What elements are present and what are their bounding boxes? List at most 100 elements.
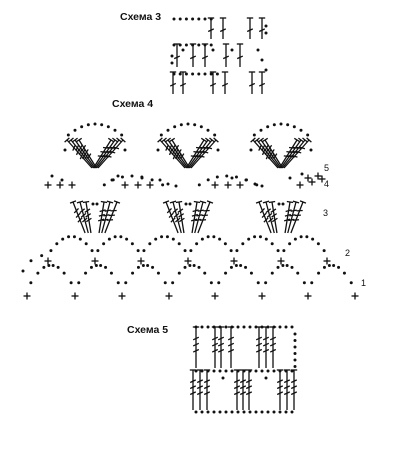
chain-stitch (177, 242, 181, 246)
chain-stitch (302, 281, 306, 285)
chain-stitch (102, 183, 106, 187)
chain-stitch (252, 133, 256, 137)
double-treble (192, 326, 200, 368)
chain-stitch (236, 410, 240, 414)
single-crochet (277, 257, 285, 265)
chain-stitch (266, 369, 270, 373)
chain-stitch (130, 242, 134, 246)
chain-stitch (230, 48, 234, 52)
chain-stitch (91, 202, 95, 206)
treble-crochet (175, 200, 185, 234)
double-treble (278, 137, 301, 169)
single-crochet (296, 181, 304, 189)
chain-stitch (29, 259, 33, 263)
chain-stitch (113, 128, 117, 132)
chain-stitch (146, 263, 150, 267)
double-treble (92, 137, 115, 169)
chain-stitch (186, 122, 190, 126)
chain-stitch (254, 410, 258, 414)
chain-stitch (191, 72, 195, 76)
chain-stitch (61, 237, 65, 241)
chain-stitch (111, 178, 115, 182)
double-crochet (207, 17, 215, 39)
chain-stitch (99, 263, 103, 267)
treble-crochet (290, 200, 307, 234)
chain-stitch (260, 58, 264, 62)
chain-stitch (278, 325, 282, 329)
single-crochet (304, 292, 312, 300)
chain-stitch (305, 235, 309, 239)
row-number-3: 3 (323, 208, 328, 218)
treble-crochet (262, 200, 275, 234)
chain-stitch (288, 242, 292, 246)
chain-stitch (212, 235, 216, 239)
chain-stitch (80, 125, 84, 129)
chain-stitch (89, 265, 93, 269)
chain-stitch (73, 128, 77, 132)
chain-stitch (50, 174, 54, 178)
double-treble (217, 326, 225, 368)
chain-stitch (234, 175, 238, 179)
chain-stitch (213, 133, 217, 137)
double-treble (255, 326, 263, 368)
scheme-3: Схема 3 (120, 11, 268, 94)
chain-stitch (166, 182, 170, 186)
chain-stitch (120, 175, 124, 179)
chain-stitch (230, 176, 234, 180)
single-crochet (71, 292, 79, 300)
chain-stitch (67, 235, 71, 239)
chain-stitch (72, 235, 76, 239)
chain-stitch (93, 122, 97, 126)
chain-stitch (77, 281, 81, 285)
treble-crochet (287, 200, 300, 234)
chain-stitch (293, 339, 297, 342)
chain-stitch (156, 148, 160, 152)
chain-stitch (285, 263, 289, 267)
chain-stitch (224, 271, 228, 275)
chain-stitch (258, 235, 262, 239)
chain-stitch (242, 325, 246, 329)
chain-stitch (84, 242, 88, 246)
chain-stitch (224, 369, 228, 373)
chain-stitch (102, 242, 106, 246)
double-crochet (236, 43, 244, 67)
chain-stitch (203, 17, 207, 21)
chain-stitch (206, 235, 210, 239)
chain-stitch (316, 242, 320, 246)
chain-stitch (217, 281, 221, 285)
chain-stitch (200, 237, 204, 241)
single-crochet (146, 181, 154, 189)
chain-stitch (293, 358, 297, 362)
chain-stitch (120, 133, 124, 137)
chain-stitch (284, 410, 288, 414)
chain-stitch (293, 345, 297, 349)
chain-stitch (281, 202, 285, 206)
chain-stitch (40, 254, 44, 258)
chain-stitch (206, 325, 210, 329)
chain-stitch (218, 369, 222, 373)
chain-stitch (171, 281, 175, 285)
chain-stitch (230, 410, 234, 414)
chain-stitch (224, 410, 228, 414)
double-treble (64, 137, 93, 169)
chain-stitch (47, 263, 51, 267)
chain-stitch (188, 202, 192, 206)
double-treble (203, 369, 211, 410)
chain-stitch (165, 235, 169, 239)
treble-crochet (97, 200, 108, 234)
double-crochet (201, 43, 209, 67)
chain-stitch (160, 235, 164, 239)
chain-stitch (148, 242, 152, 246)
chain-stitch (264, 68, 268, 72)
chain-stitch (236, 325, 240, 329)
chain-stitch (212, 410, 216, 414)
chain-stitch (184, 43, 188, 47)
chain-stitch (286, 123, 290, 127)
chain-stitch (290, 410, 294, 414)
chain-stitch (62, 271, 66, 275)
chain-stitch (309, 148, 313, 152)
single-crochet (184, 257, 192, 265)
double-treble (262, 326, 270, 368)
chain-stitch (200, 325, 204, 329)
single-crochet (211, 181, 219, 189)
